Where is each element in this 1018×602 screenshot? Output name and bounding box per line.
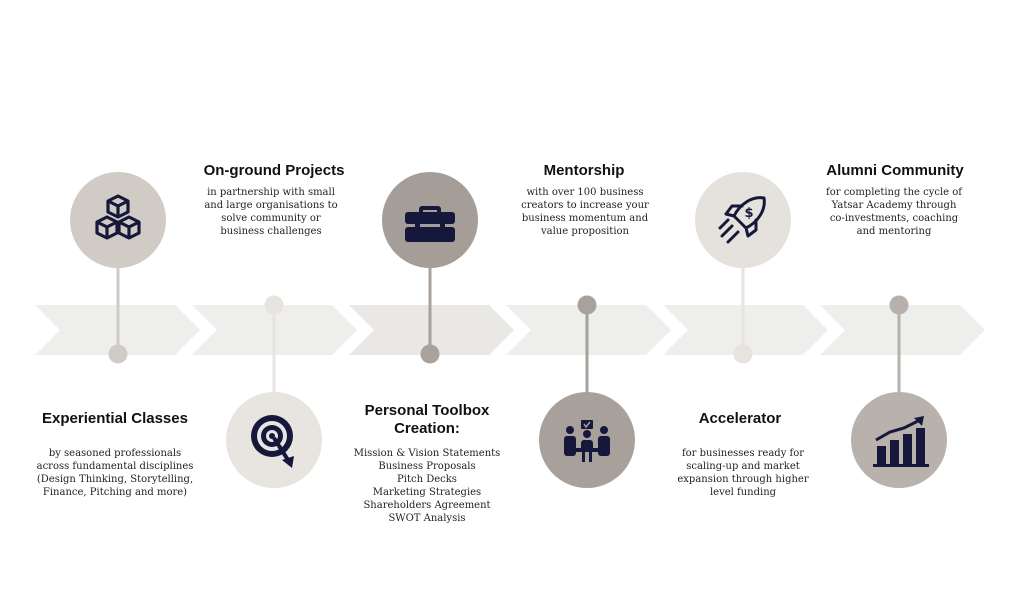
stage-description: with over 100 business creators to incre… <box>521 187 649 237</box>
stage-circle-1 <box>70 172 166 268</box>
list-item: Marketing Strategies <box>372 487 482 498</box>
stage-description: by seasoned professionals across fundame… <box>36 448 194 498</box>
stage-title: Alumni Community <box>826 162 964 179</box>
connectors <box>108 265 909 395</box>
connector-dot-4 <box>577 295 597 315</box>
chevron-band <box>35 305 985 355</box>
stage-title: Accelerator <box>698 410 782 427</box>
toolbox-icon <box>405 206 455 242</box>
connector-dot-2 <box>264 295 284 315</box>
mentor-team-icon <box>564 420 610 462</box>
list-item: Mission & Vision Statements <box>353 448 501 459</box>
growth-chart-icon <box>873 416 929 467</box>
stage-description: for completing the cycle of Yatsar Acade… <box>826 187 962 237</box>
chevron-6 <box>820 305 985 355</box>
list-item: Pitch Decks <box>397 474 457 485</box>
stage-title: On-ground Projects <box>203 162 345 179</box>
stage-circle-5 <box>695 172 791 268</box>
stage-item-list: Mission & Vision Statements Business Pro… <box>337 447 517 525</box>
svg-text:$: $ <box>744 206 753 221</box>
list-item: SWOT Analysis <box>388 513 466 524</box>
connector-dot-5 <box>733 344 753 364</box>
stage-title: Personal Toolbox Creation: <box>364 402 490 437</box>
connector-dot-1 <box>108 344 128 364</box>
rocket-dollar-icon: $ <box>718 196 766 244</box>
target-icon <box>251 415 294 468</box>
list-item: Business Proposals <box>378 461 476 472</box>
connector-dot-6 <box>889 295 909 315</box>
chevron-5 <box>663 305 828 355</box>
stage-title: Experiential Classes <box>42 410 188 427</box>
connector-dot-3 <box>420 344 440 364</box>
stage-description: in partnership with small and large orga… <box>204 187 338 237</box>
cubes-icon <box>95 194 141 240</box>
stage-description: for businesses ready for scaling-up and … <box>677 448 809 498</box>
stage-title: Mentorship <box>543 162 625 179</box>
list-item: Shareholders Agreement <box>363 500 491 511</box>
